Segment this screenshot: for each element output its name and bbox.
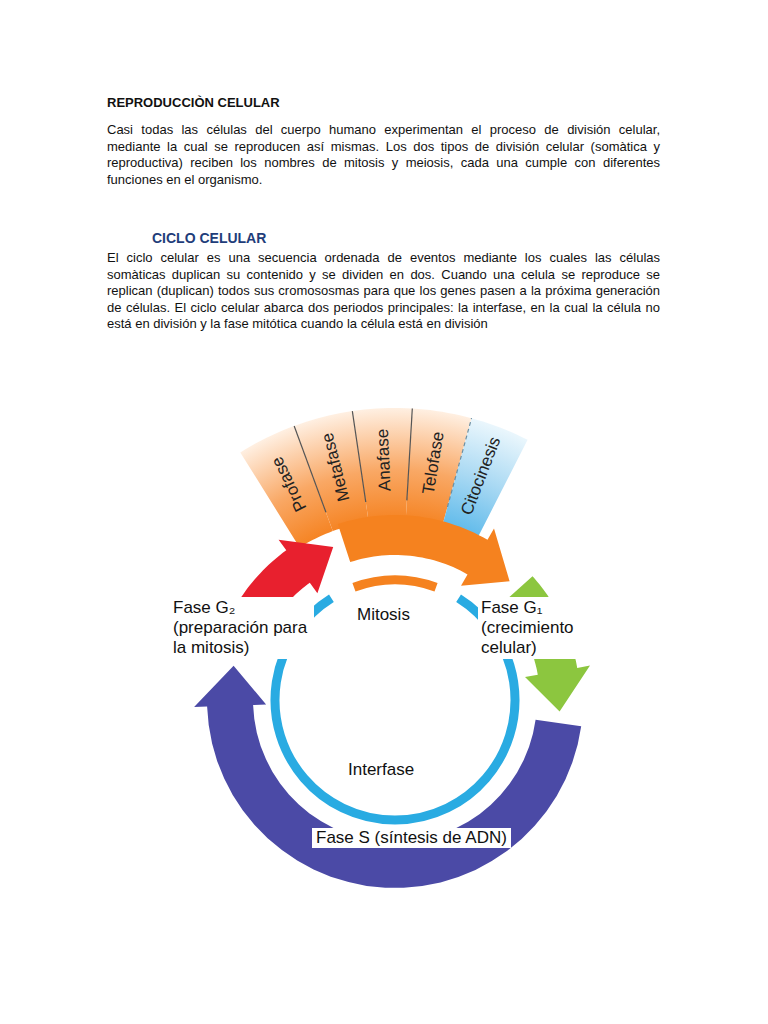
phase-label: Fase G₁ (crecimiento celular) bbox=[478, 597, 596, 659]
phase-label: Mitosis bbox=[355, 605, 412, 625]
phase-segment-label: Anafase bbox=[373, 429, 396, 492]
phase-segment bbox=[352, 408, 412, 522]
phase-divider bbox=[352, 411, 365, 502]
phase-label: Fase G₂ (preparación para la mitosis) bbox=[170, 597, 314, 659]
cycle-arrow bbox=[194, 666, 581, 888]
cycle-arrows bbox=[194, 515, 590, 888]
phase-divider bbox=[407, 409, 412, 501]
phase-label: Fase S (síntesis de ADN) bbox=[312, 828, 511, 848]
page-title: REPRODUCCIÒN CELULAR bbox=[107, 95, 280, 110]
mitosis-arc bbox=[354, 580, 436, 587]
paragraph: Casi todas las células del cuerpo humano… bbox=[107, 122, 660, 188]
paragraph: El ciclo celular es una secuencia ordena… bbox=[107, 250, 660, 333]
phase-label: Interfase bbox=[348, 760, 414, 780]
cycle-arrow bbox=[338, 515, 510, 586]
section-heading: CICLO CELULAR bbox=[152, 230, 266, 246]
phase-segment bbox=[442, 418, 527, 539]
phase-name: Anafase bbox=[373, 429, 396, 492]
